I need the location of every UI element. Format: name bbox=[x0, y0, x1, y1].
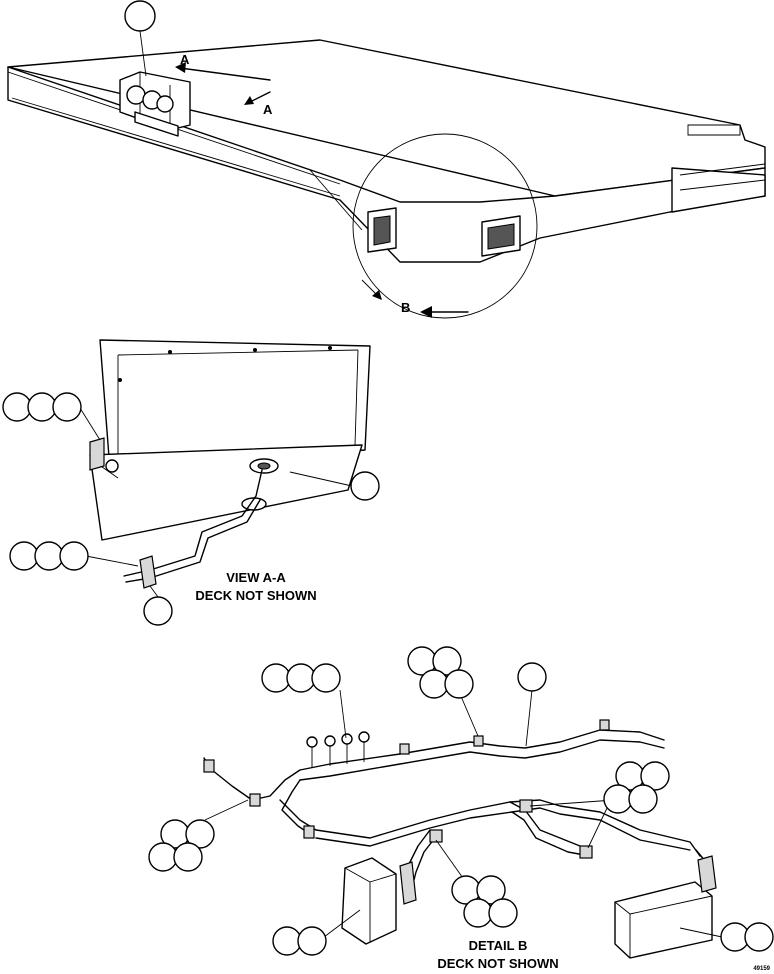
clip-5 bbox=[303, 825, 315, 839]
callout-detail-b-10 bbox=[185, 819, 215, 849]
callout-detail-b-3 bbox=[311, 663, 341, 693]
harness-trunk bbox=[299, 729, 665, 771]
callout-detail-b-12 bbox=[173, 842, 203, 872]
callout-detail-b-11 bbox=[148, 842, 178, 872]
harness-connectors bbox=[306, 731, 370, 768]
detail-b: DETAIL B DECK NOT SHOWN bbox=[148, 646, 774, 971]
callout-detail-b-21 bbox=[272, 926, 302, 956]
view-a-caption-line2: DECK NOT SHOWN bbox=[195, 588, 316, 603]
callout-detail-b-16 bbox=[628, 784, 658, 814]
detail-b-circle bbox=[352, 133, 538, 319]
callout-view-a-6 bbox=[34, 541, 64, 571]
callout-detail-b-20 bbox=[488, 898, 518, 928]
callout-detail-b-15 bbox=[603, 784, 633, 814]
view-a-label-1: A bbox=[180, 52, 190, 67]
view-a-caption-line1: VIEW A-A bbox=[226, 570, 286, 585]
detail-b-caption-line2: DECK NOT SHOWN bbox=[437, 956, 558, 971]
view-a-label-2: A bbox=[263, 102, 273, 117]
callout-view-a-3 bbox=[52, 392, 82, 422]
view-a-a: VIEW A-A DECK NOT SHOWN bbox=[2, 339, 380, 626]
callout-view-a-4 bbox=[350, 471, 380, 501]
view-a-arrow-1 bbox=[179, 67, 271, 81]
callout-detail-b-19 bbox=[463, 898, 493, 928]
callout-view-a-7 bbox=[59, 541, 89, 571]
callout-view-a-8 bbox=[143, 596, 173, 626]
callout-view-a-2 bbox=[27, 392, 57, 422]
callout-box bbox=[124, 0, 156, 32]
view-a-clamp bbox=[139, 555, 157, 589]
callout-detail-b-6 bbox=[419, 669, 449, 699]
callout-view-a-1 bbox=[2, 392, 32, 422]
callout-detail-b-5 bbox=[432, 646, 462, 676]
callout-detail-b-8 bbox=[517, 662, 547, 692]
view-a-bracket bbox=[89, 444, 363, 541]
callout-detail-b-2 bbox=[286, 663, 316, 693]
view-a-box bbox=[99, 339, 371, 471]
callout-detail-b-1 bbox=[261, 663, 291, 693]
callout-detail-b-14 bbox=[640, 761, 670, 791]
clip-3 bbox=[599, 719, 610, 731]
deck-mounted-box bbox=[119, 71, 191, 137]
clip-8 bbox=[579, 845, 593, 859]
clip-1 bbox=[399, 743, 410, 755]
clip-9 bbox=[203, 759, 215, 773]
callout-detail-b-7 bbox=[444, 669, 474, 699]
figure-number: 49159 bbox=[753, 966, 770, 972]
detail-b-marker-right bbox=[481, 215, 521, 257]
deck-step-right bbox=[671, 167, 766, 213]
clip-4 bbox=[249, 793, 261, 807]
clip-2 bbox=[473, 735, 484, 747]
detail-b-caption-line1: DETAIL B bbox=[469, 938, 528, 953]
detail-b-label: B bbox=[401, 300, 410, 315]
callout-detail-b-22 bbox=[297, 926, 327, 956]
callout-view-a-5 bbox=[9, 541, 39, 571]
callout-detail-b-24 bbox=[744, 922, 774, 952]
detail-b-marker-left bbox=[367, 207, 397, 253]
deck-assembly: A A B bbox=[7, 0, 766, 319]
clip-7 bbox=[429, 829, 443, 843]
module-left bbox=[341, 857, 417, 945]
module-right bbox=[614, 855, 717, 959]
harness-loop bbox=[315, 801, 591, 851]
callout-detail-b-18 bbox=[476, 875, 506, 905]
